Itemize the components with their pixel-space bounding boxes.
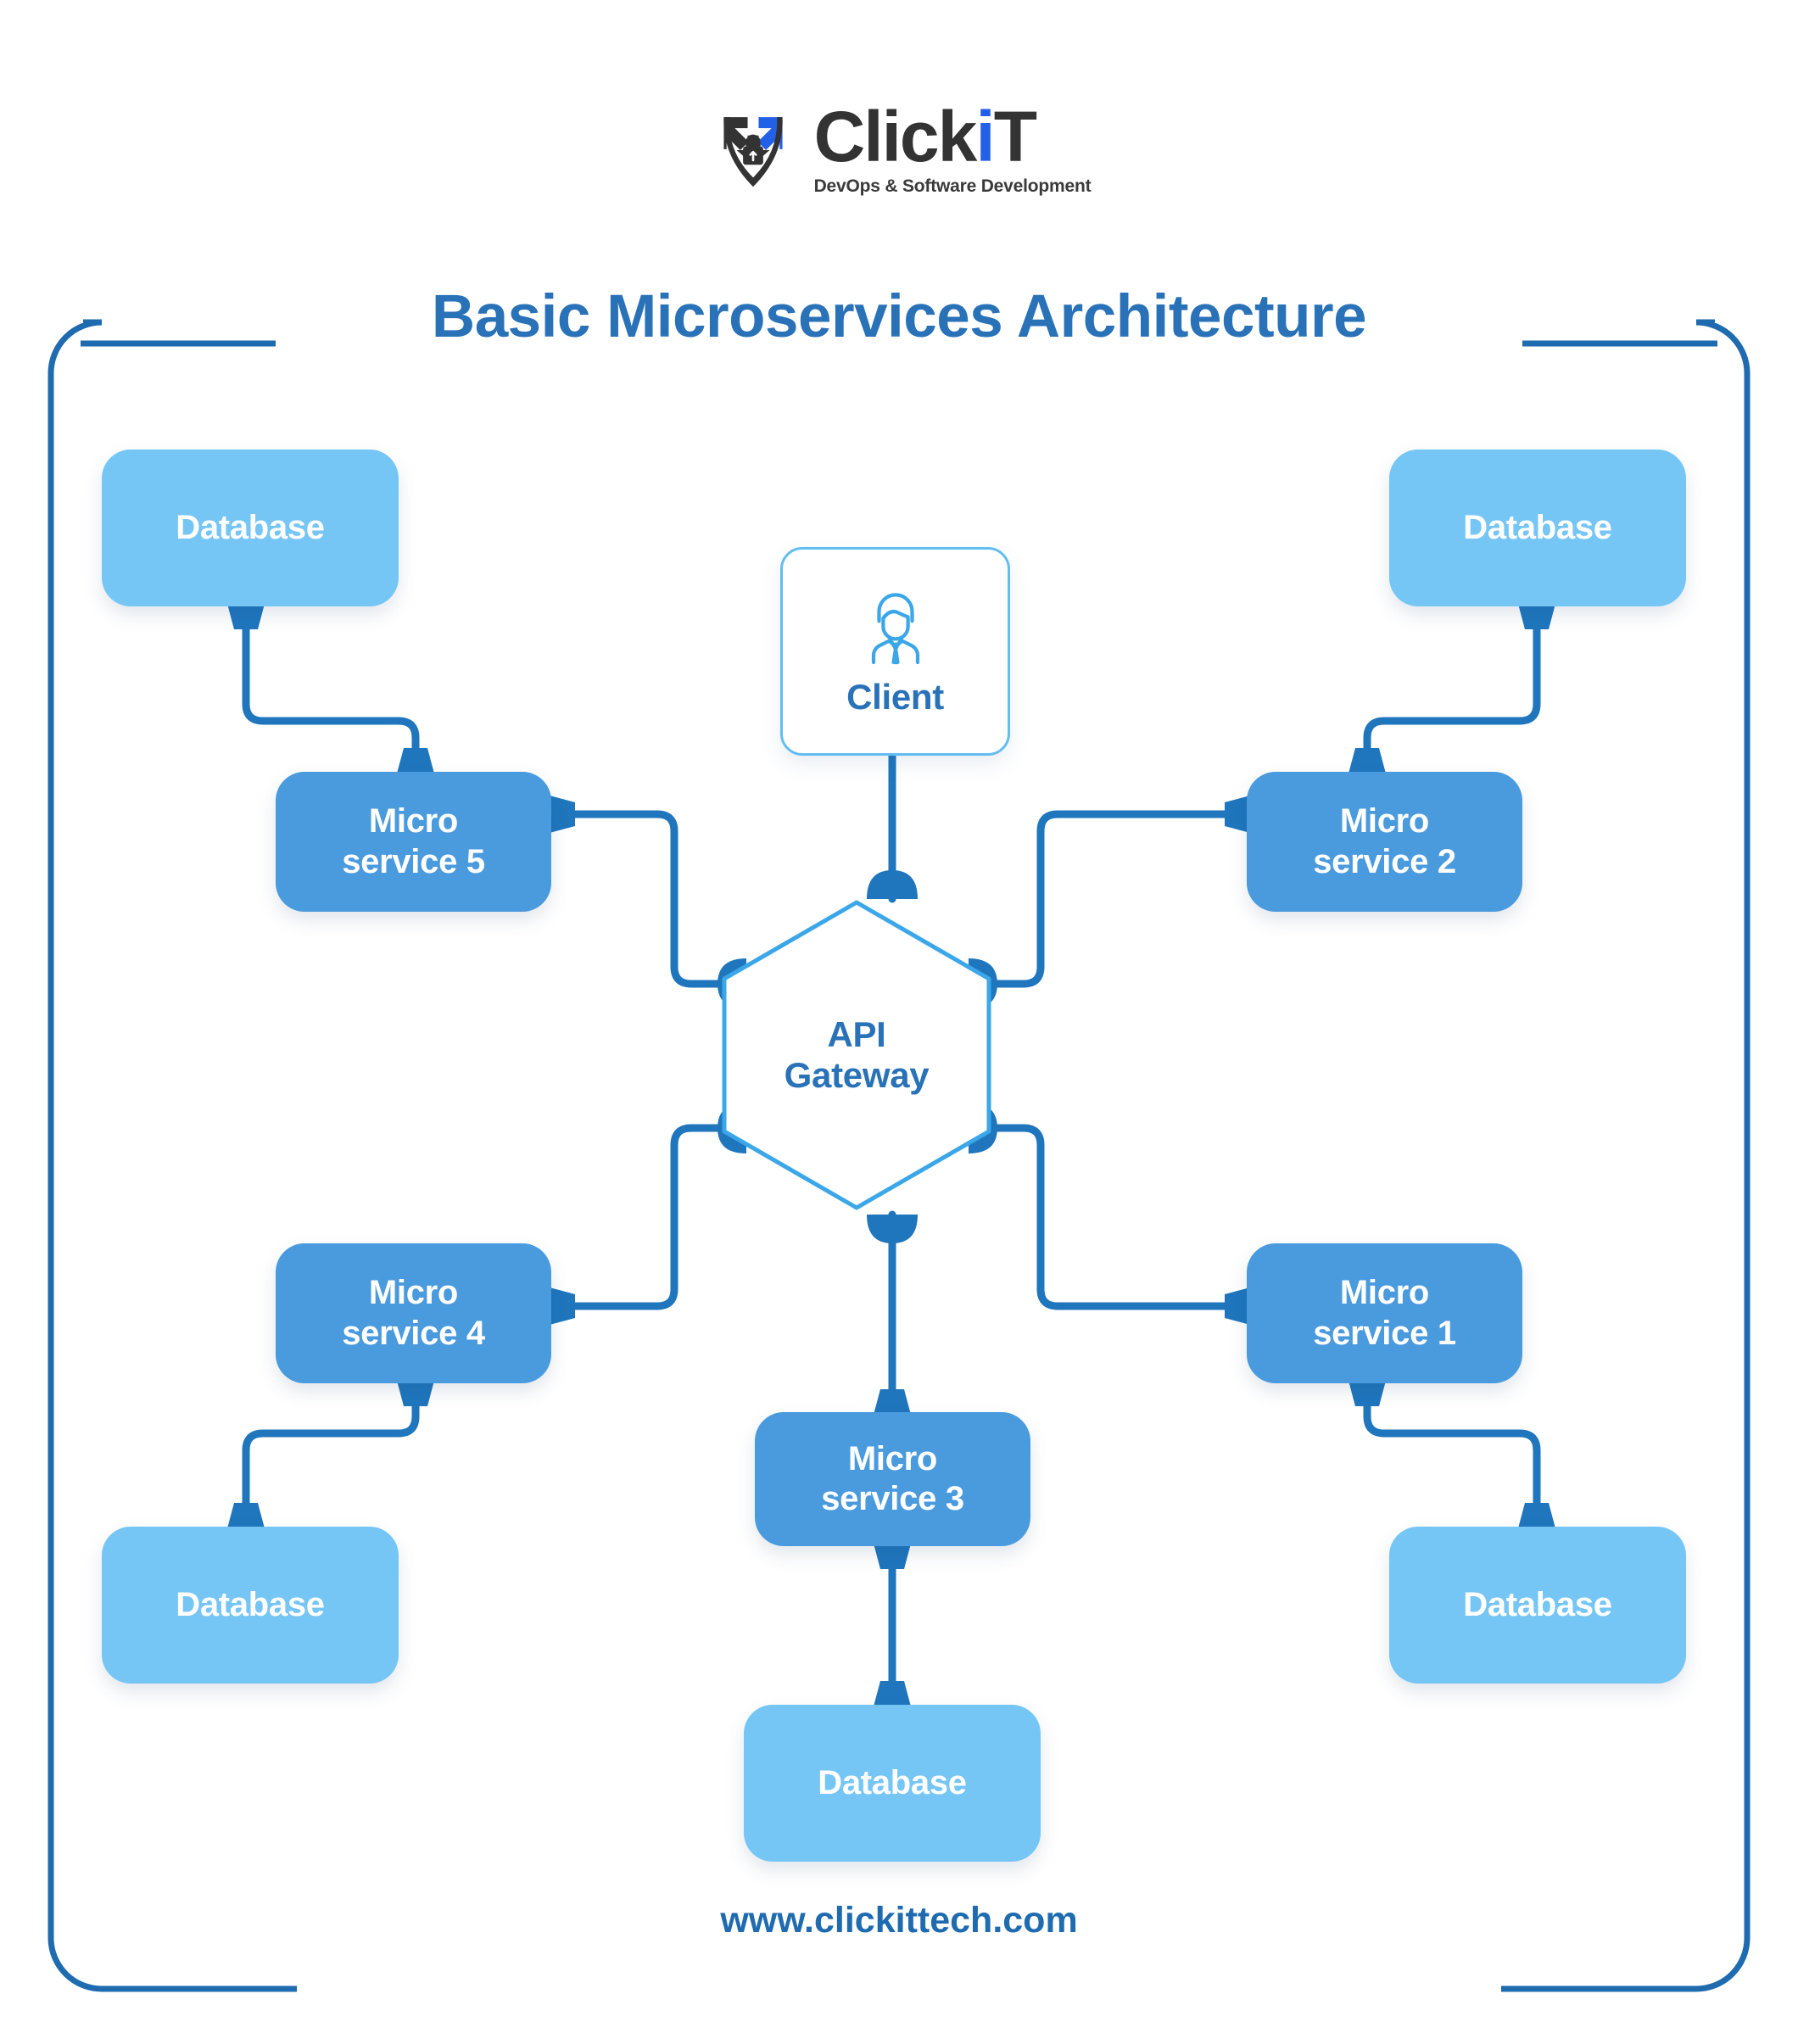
node-label: Database — [1463, 508, 1612, 546]
node-label: Database — [818, 1763, 967, 1801]
plug-ms1-bottom — [1348, 1381, 1386, 1406]
plug-ms2-left — [1225, 796, 1250, 833]
node-label: Micro service 3 — [821, 1439, 964, 1519]
plug-db3-top — [227, 1503, 265, 1528]
logo-word-end: T — [993, 97, 1037, 176]
wire-gateway-ms4 — [547, 1124, 751, 1310]
plug-db1-bottom — [227, 604, 265, 629]
logo-word-main: Click — [813, 97, 978, 176]
node-label-line1: Micro — [368, 802, 459, 840]
plug-db5-top — [874, 1681, 911, 1706]
node-label-line2: service 4 — [342, 1314, 485, 1352]
node-microservice-1[interactable]: Micro service 1 — [1247, 1243, 1522, 1383]
node-microservice-3[interactable]: Micro service 3 — [755, 1412, 1030, 1546]
node-label: Database — [1463, 1585, 1612, 1623]
node-database-top-left[interactable]: Database — [102, 450, 399, 606]
shield-lock-arrows-icon — [723, 117, 783, 187]
node-microservice-2[interactable]: Micro service 2 — [1247, 772, 1522, 912]
logo-tagline: DevOps & Software Development — [813, 176, 1092, 196]
node-label: Micro service 5 — [342, 801, 485, 881]
wire-db1-ms5 — [242, 602, 420, 755]
node-database-bottom-left[interactable]: Database — [102, 1527, 399, 1684]
node-database-bottom-right[interactable]: Database — [1389, 1527, 1686, 1684]
node-label-line1: API — [827, 1014, 886, 1055]
user-avatar-icon — [871, 593, 919, 665]
plug-gateway-bottom — [867, 1215, 918, 1243]
wire-ms4-db3 — [242, 1377, 420, 1510]
wire-ms1-db4 — [1363, 1377, 1541, 1510]
node-client[interactable]: Client — [780, 547, 1010, 756]
node-label: Database — [176, 1585, 325, 1623]
logo-word-accent: i — [975, 97, 995, 176]
node-label-line2: Gateway — [784, 1055, 930, 1095]
hexagon-shape — [722, 900, 991, 1210]
node-label-line2: service 3 — [821, 1480, 964, 1517]
node-label-line1: Micro — [1339, 1274, 1430, 1312]
footer-url: www.clickittech.com — [720, 1900, 1078, 1941]
plug-ms1-left — [1225, 1287, 1250, 1325]
plug-db2-bottom — [1518, 604, 1555, 629]
plug-ms2-top — [1348, 748, 1386, 773]
plug-ms3-top — [874, 1389, 911, 1415]
page-title: Basic Microservices Architecture — [431, 283, 1367, 350]
wire-gateway-ms1 — [964, 1124, 1253, 1310]
plug-ms3-bottom — [874, 1544, 911, 1569]
logo-wordmark: ClickiT — [814, 101, 1037, 172]
node-microservice-5[interactable]: Micro service 5 — [276, 772, 551, 912]
logo-text: ClickiT DevOps & Software Development — [813, 101, 1092, 197]
node-label: Client — [846, 677, 944, 717]
node-label-line2: service 5 — [342, 842, 485, 880]
node-microservice-4[interactable]: Micro service 4 — [276, 1243, 551, 1383]
plug-ms4-bottom — [397, 1381, 434, 1406]
node-label-line1: Micro — [847, 1439, 938, 1477]
node-label: Micro service 4 — [342, 1273, 485, 1353]
node-api-gateway[interactable]: API Gateway — [717, 897, 997, 1213]
node-label: API Gateway — [717, 897, 997, 1213]
plug-db4-top — [1518, 1503, 1555, 1528]
brand-logo: ClickiT DevOps & Software Development — [0, 101, 1798, 197]
node-label: Database — [176, 508, 325, 546]
node-database-bottom-center[interactable]: Database — [744, 1705, 1041, 1862]
plug-gateway-top — [867, 870, 918, 899]
node-label: Micro service 2 — [1313, 801, 1456, 881]
node-label-line2: service 2 — [1313, 842, 1456, 880]
node-database-top-right[interactable]: Database — [1389, 450, 1686, 606]
wire-gateway-ms2 — [964, 810, 1253, 988]
plug-ms5-top — [397, 748, 434, 773]
node-label-line2: service 1 — [1313, 1314, 1456, 1352]
plug-ms4-right — [550, 1287, 575, 1325]
node-label-line1: Micro — [368, 1274, 459, 1312]
wire-gateway-ms5 — [547, 810, 751, 988]
plug-ms5-right — [550, 796, 575, 833]
node-label: Micro service 1 — [1313, 1273, 1456, 1353]
node-label-line1: Micro — [1339, 802, 1430, 840]
wire-db2-ms2 — [1363, 602, 1541, 755]
